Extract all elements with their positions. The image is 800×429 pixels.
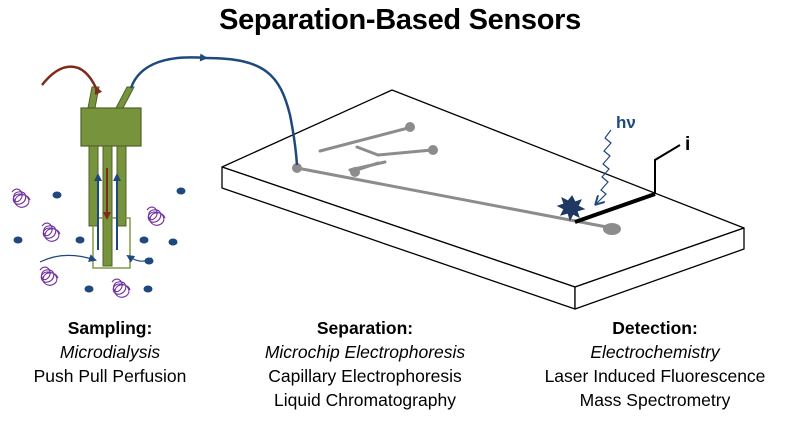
photon-arrow-icon xyxy=(596,129,612,204)
probe-body xyxy=(80,107,142,147)
reservoir-inlet xyxy=(292,163,302,173)
reservoir-buffer xyxy=(405,122,415,132)
separation-heading: Separation: xyxy=(316,318,414,338)
protein-icon xyxy=(11,188,31,208)
protein-icon xyxy=(111,278,131,298)
detection-item-ms: Mass Spectrometry xyxy=(579,390,731,410)
tube-to-chip xyxy=(205,56,299,166)
reservoir-sample xyxy=(350,167,360,177)
probe-shaft-left xyxy=(88,145,99,227)
cross-channel-vertical xyxy=(355,145,380,157)
dialysis-membrane xyxy=(92,217,131,269)
detection-item-ec: Electrochemistry xyxy=(590,342,720,362)
diffusion-arrow-left xyxy=(39,254,97,263)
sampling-section: Sampling: Microdialysis Push Pull Perfus… xyxy=(10,316,210,388)
probe-flow-arrows xyxy=(94,168,121,250)
separation-item-capillary: Capillary Electrophoresis xyxy=(268,366,462,386)
reservoir-sample-waste xyxy=(428,145,438,155)
analyte-dots xyxy=(13,187,186,293)
electrode-lead xyxy=(654,144,681,194)
sampling-item-microdialysis: Microdialysis xyxy=(59,342,161,362)
separation-section: Separation: Microchip Electrophoresis Ca… xyxy=(220,316,510,412)
probe-outlet-tube xyxy=(115,86,135,109)
probe-inlet-tube xyxy=(87,86,100,109)
reservoir-waste xyxy=(603,223,621,235)
inflow-tube-arrow xyxy=(41,65,103,96)
fluorescence-burst-icon xyxy=(556,195,586,222)
detection-section: Detection: Electrochemistry Laser Induce… xyxy=(510,316,800,412)
detection-item-lif: Laser Induced Fluorescence xyxy=(544,366,766,386)
separation-item-lc: Liquid Chromatography xyxy=(274,390,456,410)
separation-channel xyxy=(295,166,614,230)
cross-channel-upper xyxy=(318,126,410,153)
current-label: i xyxy=(685,134,690,155)
cross-channel-lower xyxy=(376,148,434,157)
chip-channels xyxy=(295,126,614,230)
channel-reservoirs xyxy=(292,122,621,235)
detection-heading: Detection: xyxy=(612,318,698,338)
protein-icon xyxy=(146,206,166,226)
electrode-wire xyxy=(574,192,656,224)
electrode xyxy=(574,144,681,224)
protein-icon xyxy=(39,266,59,286)
sampling-item-push-pull: Push Pull Perfusion xyxy=(33,366,187,386)
protein-icon xyxy=(41,222,61,242)
probe xyxy=(80,86,142,269)
separation-item-microchip: Microchip Electrophoresis xyxy=(264,342,466,362)
outflow-tube-arrow xyxy=(129,53,208,89)
probe-shaft-right xyxy=(116,145,127,227)
microchip xyxy=(221,89,745,310)
sampling-heading: Sampling: xyxy=(67,318,153,338)
chip-side-face xyxy=(574,227,745,310)
protein-icons xyxy=(11,188,166,298)
figure-title: Separation-Based Sensors xyxy=(219,4,581,36)
photon-label: hν xyxy=(616,113,636,132)
